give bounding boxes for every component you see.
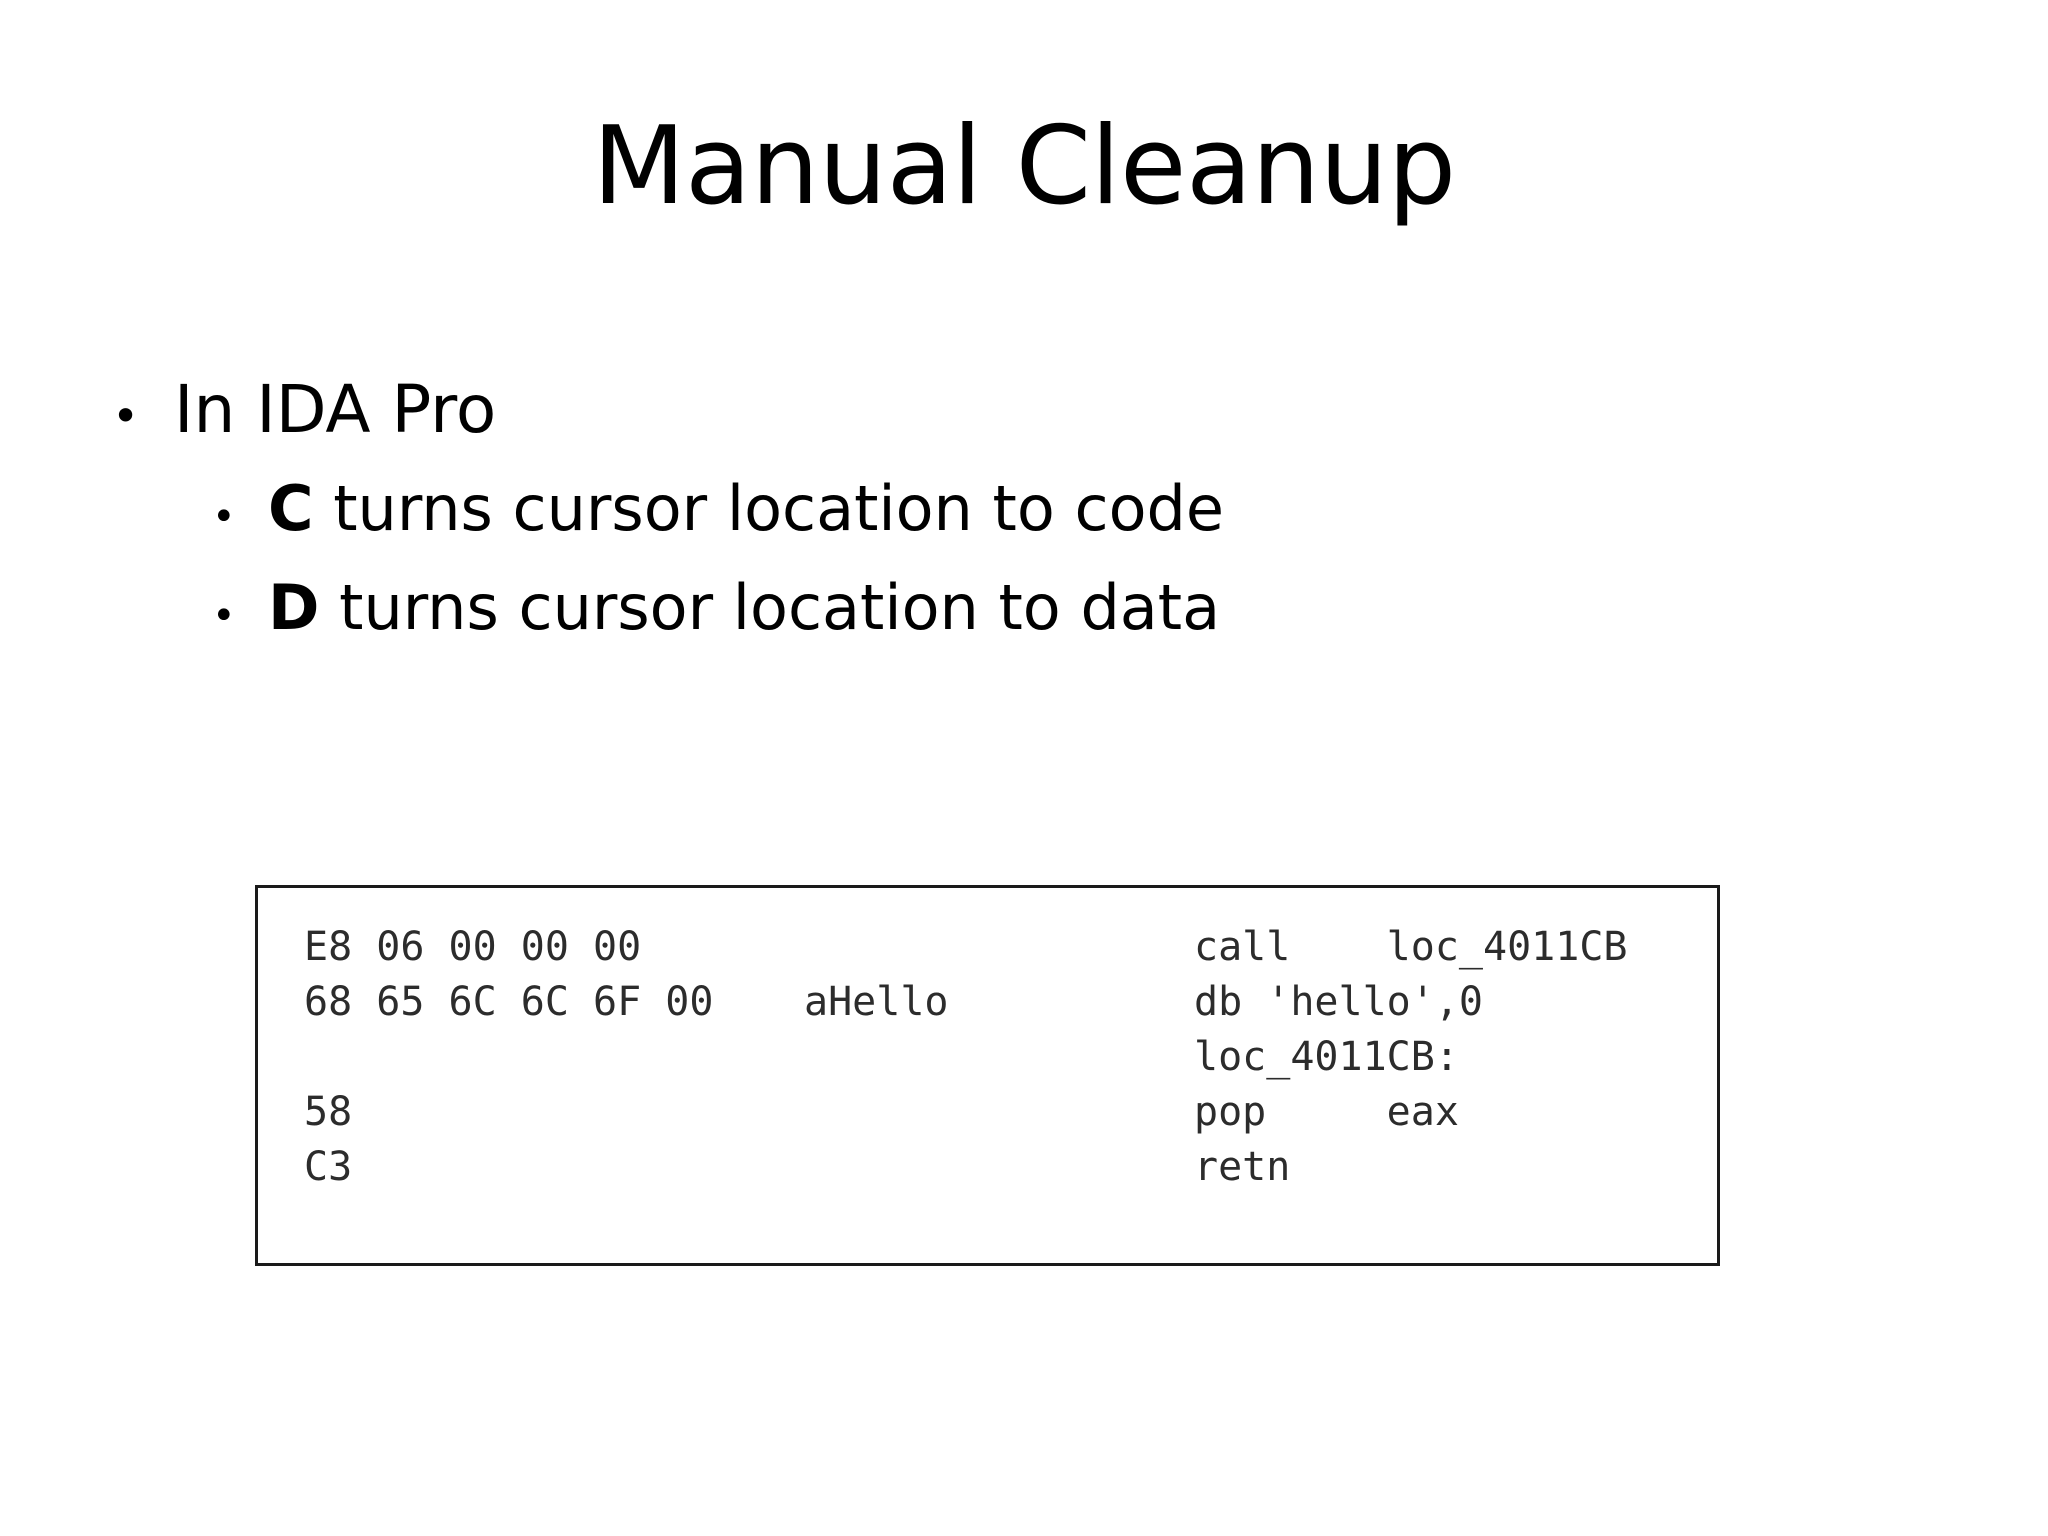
instruction-text: retn <box>1194 1144 1291 1190</box>
list-item: • C turns cursor location to code <box>212 462 1912 556</box>
disassembly-lines: E8 06 00 00 00 call loc_4011CB 68 65 6C … <box>304 920 1707 1195</box>
bullet-list: • In IDA Pro • C turns cursor location t… <box>112 368 1912 659</box>
hex-bytes: 58 <box>304 1089 353 1135</box>
instruction-text: call loc_4011CB <box>1194 924 1628 970</box>
hex-bytes: 68 65 6C 6C 6F 00 <box>304 979 714 1025</box>
bullet-text-shortcut-c: C turns cursor location to code <box>268 462 1224 556</box>
disassembly-row: 68 65 6C 6C 6F 00 aHello db 'hello',0 <box>304 975 1707 1030</box>
instruction-label: loc_4011CB: <box>1194 1034 1459 1080</box>
disassembly-row: E8 06 00 00 00 call loc_4011CB <box>304 920 1707 975</box>
list-item: • In IDA Pro <box>112 368 1912 452</box>
bullet-text-in-ida-pro: In IDA Pro <box>174 371 497 448</box>
bullet-point-icon: • <box>212 592 236 639</box>
disassembly-listing-box: E8 06 00 00 00 call loc_4011CB 68 65 6C … <box>255 885 1720 1266</box>
disassembly-row: C3 retn <box>304 1140 1707 1195</box>
symbol-name: aHello <box>804 979 949 1025</box>
bullet-point-icon: • <box>112 389 140 443</box>
disassembly-row: loc_4011CB: <box>304 1030 1707 1085</box>
bullet-text-shortcut-d: D turns cursor location to data <box>268 561 1220 655</box>
shortcut-c-description: turns cursor location to code <box>313 472 1225 546</box>
list-item: • D turns cursor location to data <box>212 561 1912 655</box>
hex-bytes: E8 06 00 00 00 <box>304 924 642 970</box>
shortcut-d-description: turns cursor location to data <box>319 570 1221 644</box>
disassembly-row: 58 pop eax <box>304 1085 1707 1140</box>
shortcut-key-c: C <box>268 472 314 546</box>
page-title: Manual Cleanup <box>592 104 1456 229</box>
bullet-point-icon: • <box>212 494 236 541</box>
instruction-text: db 'hello',0 <box>1194 979 1483 1025</box>
shortcut-key-d: D <box>268 570 320 644</box>
hex-bytes: C3 <box>304 1144 353 1190</box>
instruction-text: pop eax <box>1194 1089 1459 1135</box>
